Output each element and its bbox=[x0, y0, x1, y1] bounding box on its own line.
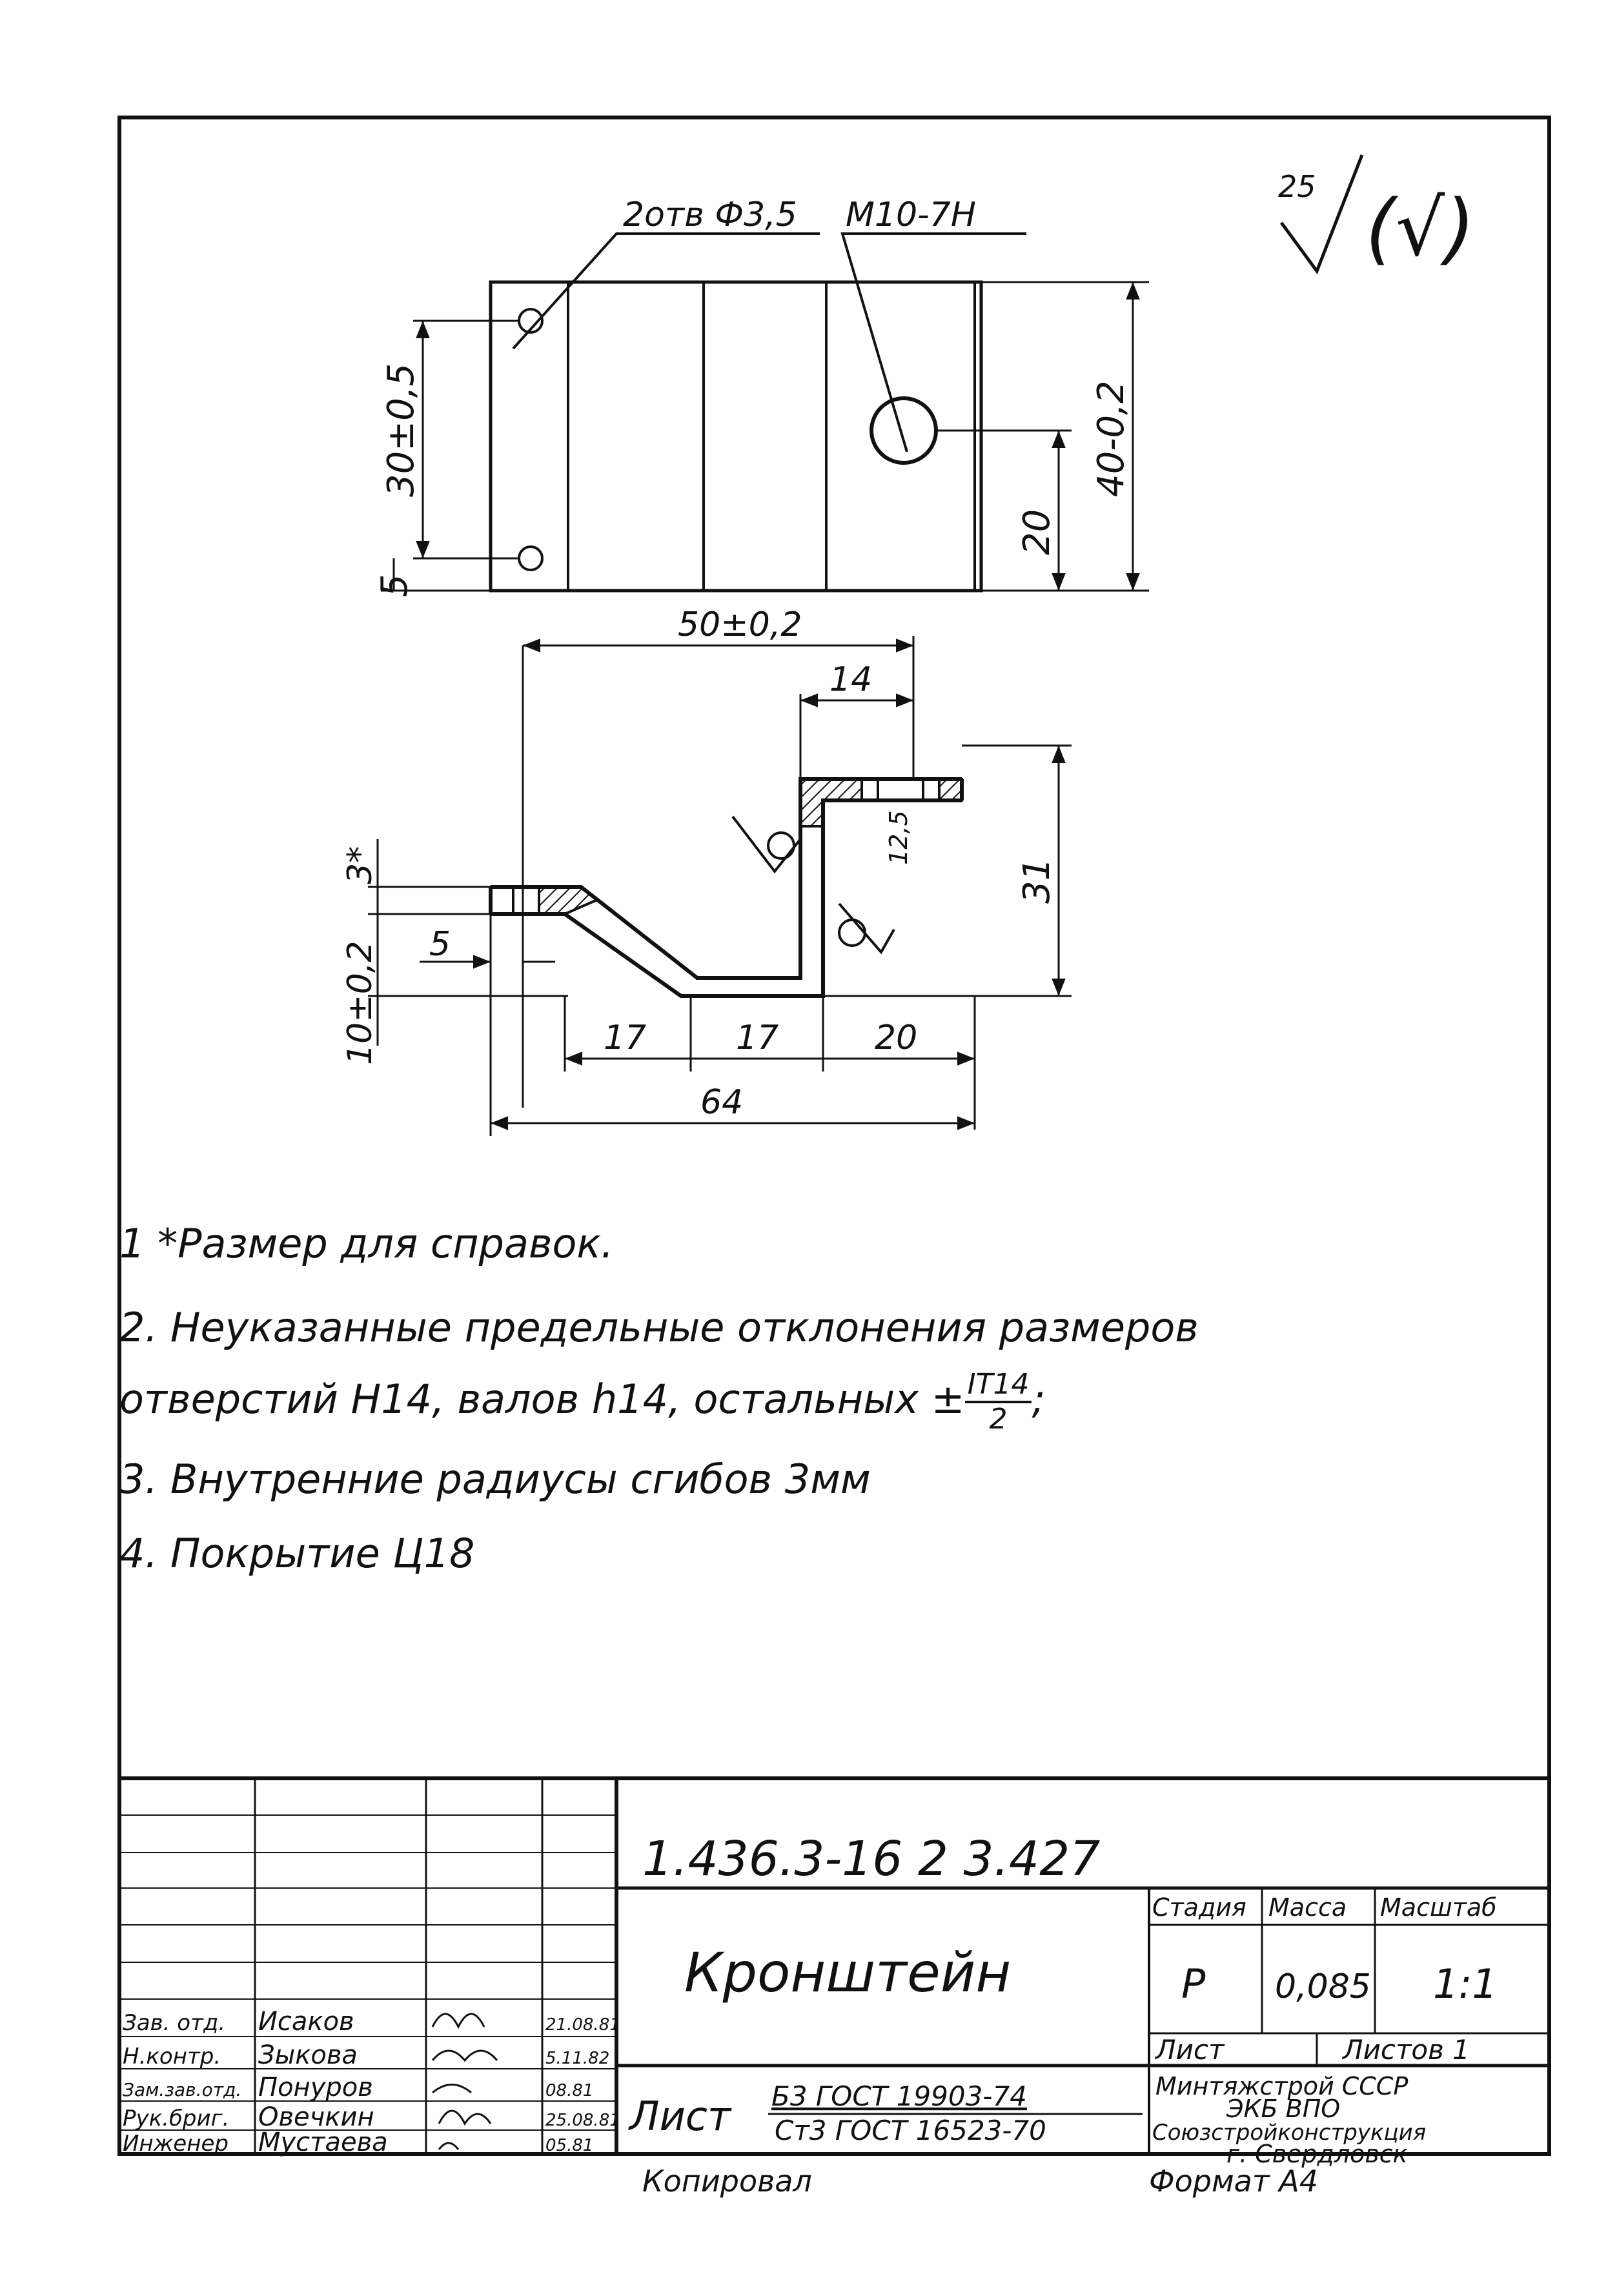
sig-date: 25.08.81 bbox=[545, 2111, 620, 2130]
mass-label: Масса bbox=[1268, 1893, 1347, 1922]
sig-name: Мустаева bbox=[258, 2128, 388, 2157]
org-line-3: Союзстройконструкция bbox=[1152, 2120, 1426, 2146]
note-1: 1 *Размер для справок. bbox=[119, 1220, 614, 1267]
sheets-label: Листов 1 bbox=[1341, 2034, 1470, 2066]
scale-label: Масштаб bbox=[1380, 1893, 1497, 1922]
dim-17b: 17 bbox=[736, 1019, 778, 1057]
note-4: 4. Покрытие Ц18 bbox=[119, 1530, 475, 1577]
signature-rows: Зав. отд. Исаков 21.08.81 Н.контр. Зыков… bbox=[123, 2007, 620, 2157]
sig-date: 05.81 bbox=[545, 2136, 593, 2155]
note-2b-text: отверстий Н14, валов h14, остальных ± bbox=[119, 1376, 965, 1423]
stage-value: Р bbox=[1181, 1960, 1206, 2007]
note-2b: отверстий Н14, валов h14, остальных ±IT1… bbox=[119, 1368, 1045, 1436]
scale-value: 1:1 bbox=[1433, 1960, 1498, 2007]
dim-17a: 17 bbox=[604, 1019, 646, 1057]
sig-date: 5.11.82 bbox=[545, 2049, 609, 2068]
dim-5: 5 bbox=[429, 925, 451, 964]
dim-total-height: 40-0,2 bbox=[1090, 380, 1132, 497]
roughness-value: 25 bbox=[1278, 169, 1316, 204]
fraction-top: IT14 bbox=[964, 1368, 1032, 1403]
drawing-frame bbox=[117, 116, 1551, 2156]
sig-date: 08.81 bbox=[545, 2081, 593, 2100]
dim-20: 20 bbox=[875, 1019, 917, 1057]
stage-label: Стадия bbox=[1152, 1893, 1246, 1922]
top-view: 2отв Ф3,5 М10-7Н 30±0,5 5 40-0,2 20 bbox=[374, 196, 1149, 597]
note-2-end: ; bbox=[1032, 1376, 1046, 1423]
roughness-other: (√) bbox=[1365, 184, 1475, 274]
bracket-profile bbox=[489, 777, 964, 998]
dim-3: 3* bbox=[341, 846, 380, 884]
org-line-1: Минтяжстрой СССР bbox=[1155, 2072, 1408, 2100]
note-3: 3. Внутренние радиусы сгибов 3мм bbox=[119, 1456, 871, 1503]
small-hole-bottom bbox=[518, 545, 544, 571]
fraction-bottom: 2 bbox=[989, 1403, 1008, 1436]
dim-holes-spacing: 30±0,5 bbox=[380, 363, 422, 497]
sig-role: Н.контр. bbox=[123, 2044, 221, 2069]
holes-callout: 2отв Ф3,5 bbox=[623, 196, 797, 234]
threaded-hole bbox=[870, 396, 938, 465]
dim-thread-hole: 20 bbox=[1016, 509, 1058, 555]
side-view: 12,5 50±0,2 14 31 3* 10±0,2 5 17 17 20 bbox=[341, 605, 1072, 1136]
dim-10: 10±0,2 bbox=[341, 941, 380, 1065]
sig-role: Зам.зав.отд. bbox=[123, 2079, 241, 2100]
sheet-label: Лист bbox=[1154, 2034, 1225, 2066]
roughness-local: 12,5 bbox=[884, 810, 913, 865]
sig-role: Рук.бриг. bbox=[123, 2106, 229, 2131]
sig-name: Исаков bbox=[258, 2007, 354, 2037]
note-2a: 2. Неуказанные предельные отклонения раз… bbox=[119, 1304, 1199, 1351]
roughness-symbol: 25 (√) bbox=[1278, 154, 1475, 275]
org-line-2: ЭКБ ВПО bbox=[1226, 2095, 1340, 2123]
mass-value: 0,085 bbox=[1275, 1967, 1371, 2006]
title-block: 1.436.3-16 2 3.427 Кронштейн Стадия Масс… bbox=[119, 1776, 1549, 2199]
sig-name: Понуров bbox=[258, 2073, 373, 2102]
material-top: Б3 ГОСТ 19903-74 bbox=[771, 2080, 1027, 2112]
copied-by: Копировал bbox=[642, 2164, 812, 2199]
material-prefix: Лист bbox=[628, 2093, 732, 2140]
thread-callout: М10-7Н bbox=[846, 196, 976, 234]
material-bottom: Ст3 ГОСТ 16523-70 bbox=[775, 2115, 1046, 2146]
dim-50: 50±0,2 bbox=[678, 605, 802, 644]
dim-14: 14 bbox=[829, 660, 872, 699]
doc-number: 1.436.3-16 2 3.427 bbox=[642, 1831, 1100, 1887]
sig-name: Овечкин bbox=[258, 2102, 374, 2132]
dim-bottom-hole: 5 bbox=[374, 574, 416, 597]
org-line-4: г. Свердловск bbox=[1226, 2140, 1408, 2168]
format-label: Формат А4 bbox=[1149, 2164, 1318, 2199]
sig-role: Зав. отд. bbox=[123, 2010, 225, 2036]
part-name: Кронштейн bbox=[684, 1941, 1011, 2004]
dim-31: 31 bbox=[1016, 858, 1058, 904]
sig-name: Зыкова bbox=[258, 2040, 358, 2070]
dim-64: 64 bbox=[700, 1083, 743, 1122]
sig-date: 21.08.81 bbox=[545, 2015, 620, 2035]
sig-role: Инженер bbox=[123, 2131, 229, 2157]
